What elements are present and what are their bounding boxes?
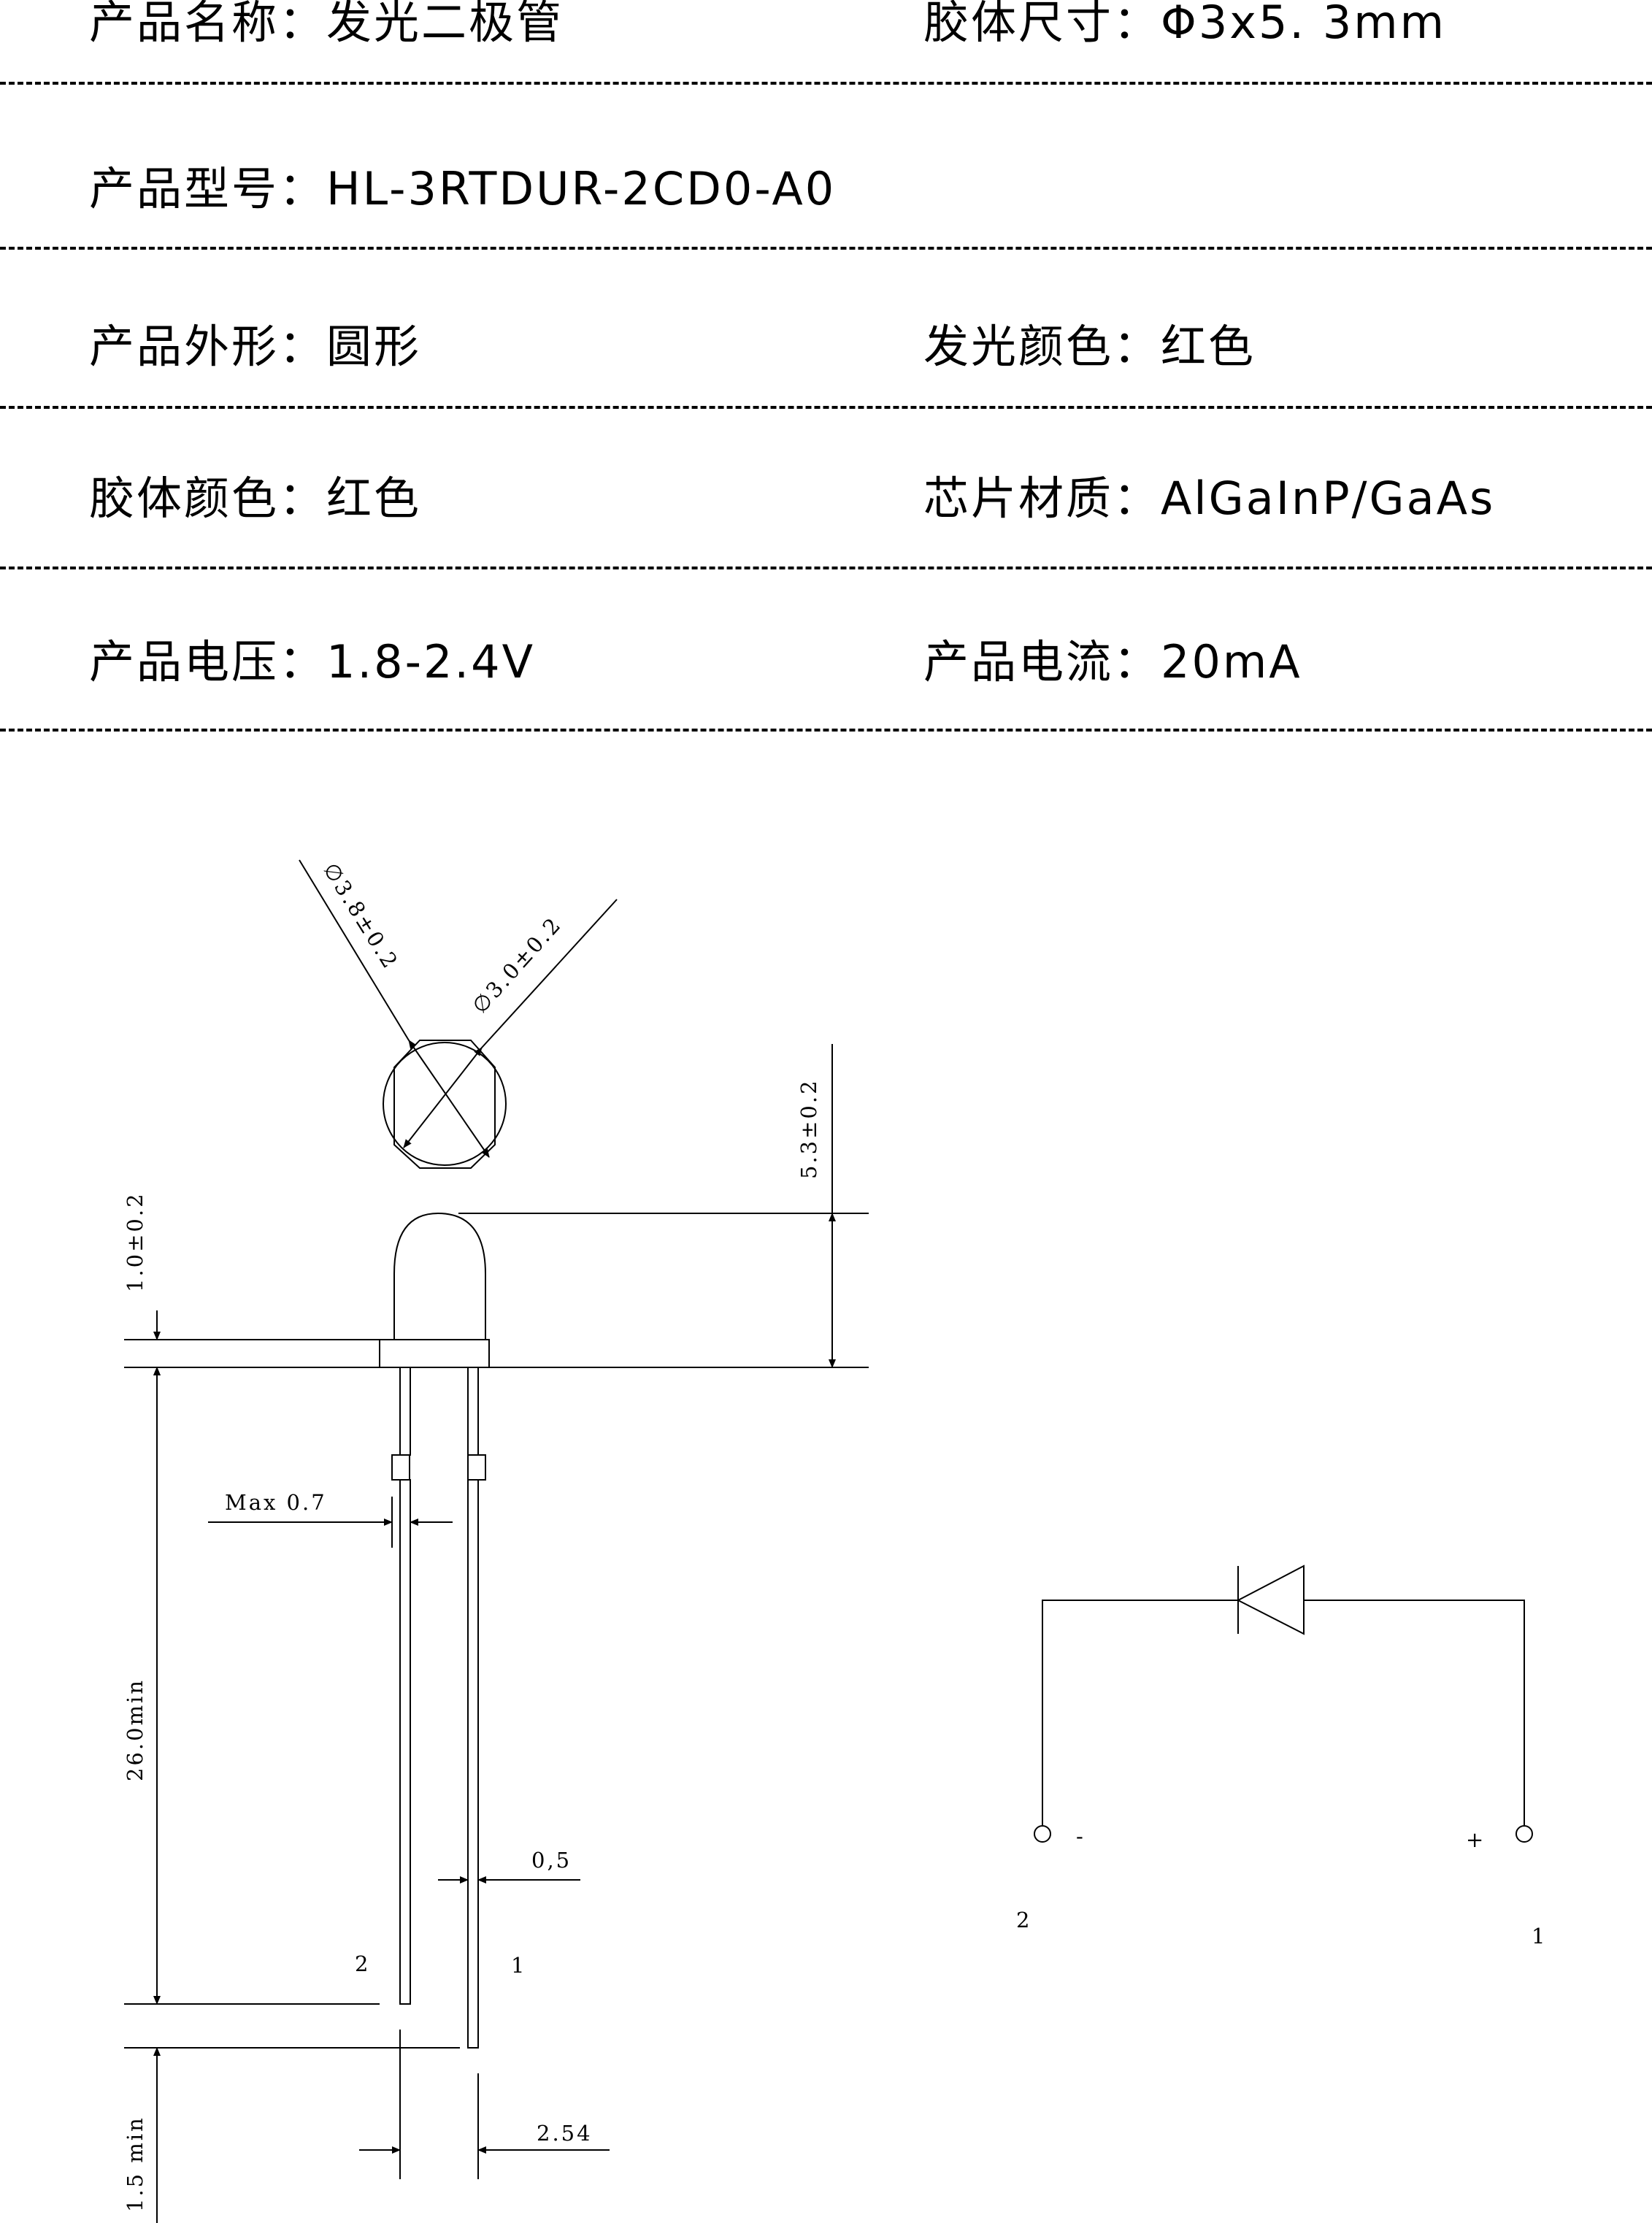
inner-diameter-leader [481, 899, 618, 1048]
lead-right-kink [467, 1454, 486, 1481]
side-view [124, 1044, 869, 2223]
led-flange [379, 1339, 490, 1368]
lead-offset-label: 1.5 min [123, 2116, 147, 2212]
dashed-separator [0, 567, 1652, 569]
cathode-sign: - [1076, 1824, 1086, 1848]
lead-width-label: 0,5 [531, 1848, 572, 1873]
spec-value: 20mA [1161, 635, 1302, 688]
spec-chip-material: 芯片材质：AlGaInP/GaAs [923, 476, 1495, 521]
lead-left-number: 2 [355, 1951, 370, 1976]
led-dome [393, 1212, 486, 1340]
dashed-separator [0, 406, 1652, 409]
anode-terminal [1515, 1825, 1533, 1843]
diode-triangle [1236, 1564, 1305, 1635]
spec-shape: 产品外形：圆形 [89, 324, 421, 369]
spec-body-size: 胶体尺寸：Φ3x5. 3mm [923, 0, 1446, 45]
dashed-separator [0, 729, 1652, 732]
lead-right-upper [467, 1367, 479, 1456]
inner-diameter-line [403, 1047, 483, 1148]
anode-pin-number: 1 [1532, 1924, 1547, 1949]
spec-current: 产品电流：20mA [923, 640, 1302, 685]
inner-diameter-label: ∅3.0±0.2 [467, 912, 566, 1018]
anode-sign: + [1466, 1827, 1486, 1852]
spec-product-name: 产品名称：发光二极管 [89, 0, 564, 45]
schematic-wire-cathode [1042, 1600, 1238, 1825]
spec-label: 产品名称： [89, 0, 327, 49]
outer-diameter-label: ∅3.8±0.2 [318, 859, 404, 975]
cathode-terminal [1034, 1825, 1051, 1843]
spec-value: AlGaInP/GaAs [1161, 472, 1496, 525]
spec-emit-color: 发光颜色：红色 [923, 324, 1256, 369]
spec-label: 产品型号： [89, 162, 327, 215]
outer-diameter-line [408, 1040, 490, 1158]
lead-left-upper [399, 1367, 411, 1456]
spec-value: 红色 [1161, 320, 1256, 373]
lead-length-label: 26.0min [123, 1678, 147, 1781]
spec-label: 芯片材质： [923, 472, 1161, 525]
spec-value: HL-3RTDUR-2CD0-A0 [326, 162, 837, 215]
lead-right-lower [467, 1479, 479, 2049]
cathode-pin-number: 2 [1016, 1908, 1031, 1932]
top-view [299, 859, 618, 1169]
spec-value: 发光二极管 [326, 0, 564, 49]
spec-voltage: 产品电压：1.8-2.4V [89, 640, 535, 685]
spec-label: 发光颜色： [923, 320, 1161, 373]
spec-sheet: 产品名称：发光二极管 胶体尺寸：Φ3x5. 3mm 产品型号：HL-3RTDUR… [0, 0, 1652, 759]
body-height-label: 5.3±0.2 [796, 1078, 821, 1179]
flange-height-label: 1.0±0.2 [123, 1191, 147, 1292]
spec-value: 圆形 [326, 320, 422, 373]
spec-label: 胶体颜色： [89, 472, 327, 525]
spec-label: 胶体尺寸： [923, 0, 1161, 49]
spec-value: Φ3x5. 3mm [1161, 0, 1447, 49]
top-view-outline [393, 1040, 496, 1169]
dashed-separator [0, 82, 1652, 85]
spec-value: 红色 [326, 472, 422, 525]
spec-model: 产品型号：HL-3RTDUR-2CD0-A0 [89, 166, 836, 212]
outer-diameter-leader [299, 859, 410, 1041]
lead-right-number: 1 [511, 1953, 526, 1978]
lead-left-lower [399, 1479, 411, 2005]
top-view-outer-circle [383, 1042, 507, 1166]
spec-label: 产品电压： [89, 635, 327, 688]
spec-value: 1.8-2.4V [326, 635, 536, 688]
lead-left-kink [391, 1454, 410, 1481]
schematic-wire-anode [1304, 1600, 1525, 1825]
lead-thickness-label: Max 0.7 [225, 1490, 327, 1515]
spec-body-color: 胶体颜色：红色 [89, 476, 421, 521]
dashed-separator [0, 247, 1652, 250]
lead-pitch-label: 2.54 [537, 2121, 593, 2146]
spec-label: 产品外形： [89, 320, 327, 373]
diode-schematic [1034, 1564, 1533, 1843]
spec-label: 产品电流： [923, 635, 1161, 688]
